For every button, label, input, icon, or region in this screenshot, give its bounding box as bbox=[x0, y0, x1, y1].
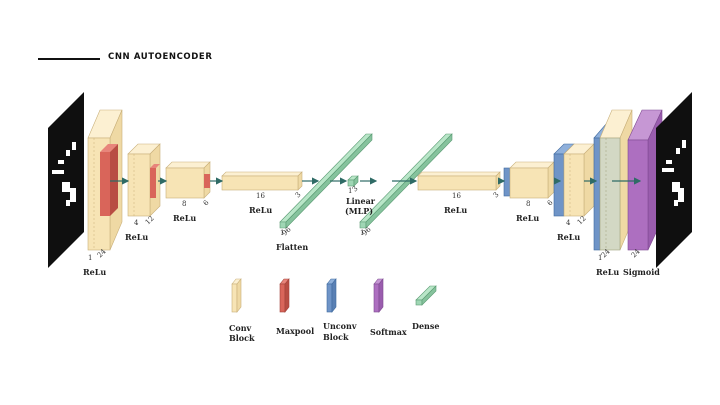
label-relu-dense-dec: ReLu bbox=[444, 205, 467, 215]
legend-conv-line2: Block bbox=[229, 333, 255, 343]
maxpool-icon bbox=[279, 278, 290, 313]
output-image bbox=[656, 92, 692, 268]
unconv-block-icon bbox=[326, 278, 337, 313]
input-image bbox=[48, 92, 84, 268]
legend-softmax: Softmax bbox=[370, 327, 407, 337]
unconv-block-3 bbox=[553, 143, 595, 217]
dim-dense2-size: 1 bbox=[360, 229, 364, 237]
label-sigmoid: Sigmoid bbox=[623, 267, 660, 277]
dim-b2-width: 6 bbox=[202, 198, 211, 207]
softmax-icon bbox=[373, 278, 384, 313]
dim-lin-width: 3 bbox=[351, 185, 360, 194]
dim-b1-width: 12 bbox=[144, 214, 156, 226]
label-relu-dec3: ReLu bbox=[596, 267, 619, 277]
legend-maxpool: Maxpool bbox=[276, 326, 314, 336]
legend-unconv-line1: Unconv bbox=[323, 321, 357, 331]
label-linear: Linear bbox=[346, 196, 376, 206]
dim-d3-width: 12 bbox=[576, 214, 588, 226]
dim-b2-size: 8 bbox=[182, 200, 186, 208]
unconv-block-4 bbox=[593, 109, 633, 251]
unconv-block-1 bbox=[417, 171, 501, 191]
conv-block-1 bbox=[87, 109, 123, 251]
linear-mlp-layer bbox=[347, 175, 359, 187]
dim-in-size: 1 bbox=[88, 254, 92, 262]
dense-icon bbox=[415, 285, 437, 306]
label-relu-input: ReLu bbox=[83, 267, 106, 277]
dim-b1-size: 4 bbox=[134, 219, 139, 227]
diagram-title: CNN AUTOENCODER bbox=[108, 52, 213, 62]
legend: Conv Block Maxpool Unconv Block Softmax … bbox=[229, 278, 439, 343]
label-flatten: Flatten bbox=[276, 242, 308, 252]
label-relu-dec1: ReLu bbox=[516, 213, 539, 223]
dim-flat-size: 1 bbox=[280, 229, 284, 237]
dim-b3-size: 16 bbox=[256, 192, 265, 200]
label-mlp: (MLP) bbox=[345, 206, 373, 216]
dim-d1-width: 3 bbox=[492, 191, 501, 200]
dim-b3-width: 3 bbox=[294, 191, 303, 200]
unconv-block-2 bbox=[503, 161, 555, 199]
conv-block-2 bbox=[127, 143, 161, 217]
dim-out-size: 1 bbox=[598, 254, 602, 262]
label-relu-block1: ReLu bbox=[125, 232, 148, 242]
legend-conv-line1: Conv bbox=[229, 323, 252, 333]
label-relu-dec2: ReLu bbox=[557, 232, 580, 242]
conv-block-4 bbox=[221, 171, 303, 191]
dim-d2-width: 6 bbox=[546, 198, 555, 207]
conv-block-icon bbox=[231, 278, 242, 313]
dim-d3-size: 4 bbox=[566, 219, 571, 227]
legend-unconv-line2: Block bbox=[323, 332, 349, 342]
label-relu-block3: ReLu bbox=[249, 205, 272, 215]
header-rule bbox=[38, 58, 100, 60]
label-relu-block2: ReLu bbox=[173, 213, 196, 223]
dim-d1-size: 16 bbox=[452, 192, 461, 200]
dim-lin-size: 1 bbox=[348, 187, 352, 195]
legend-dense: Dense bbox=[412, 321, 439, 331]
dim-d2-size: 8 bbox=[526, 200, 530, 208]
flatten-dense-layer bbox=[279, 133, 373, 229]
conv-block-3 bbox=[165, 161, 211, 199]
